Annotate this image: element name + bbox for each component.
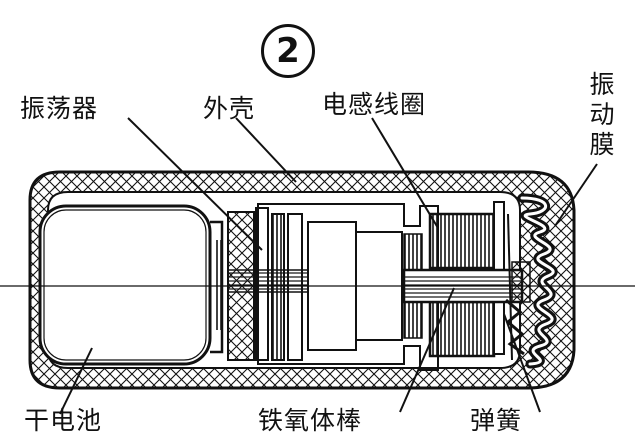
figure-number: 2	[261, 24, 315, 78]
leader-lines	[59, 117, 598, 415]
label-inductor-coil: 电感线圈	[322, 90, 427, 119]
label-oscillator: 振荡器	[20, 94, 99, 123]
label-shell: 外壳	[203, 94, 256, 123]
label-vibrating-membrane-char: 膜	[589, 130, 615, 159]
label-dry-battery: 干电池	[24, 406, 103, 435]
oscillator	[227, 207, 309, 361]
label-vibrating-membrane: 振 动 膜	[587, 70, 617, 160]
label-vibrating-membrane-char: 动	[589, 100, 615, 129]
vibrating-membrane	[511, 193, 558, 369]
label-ferrite-rod: 铁氧体棒	[258, 406, 363, 435]
dry-battery	[38, 204, 224, 366]
label-spring: 弹簧	[470, 406, 523, 435]
label-vibrating-membrane-char: 振	[589, 70, 615, 99]
